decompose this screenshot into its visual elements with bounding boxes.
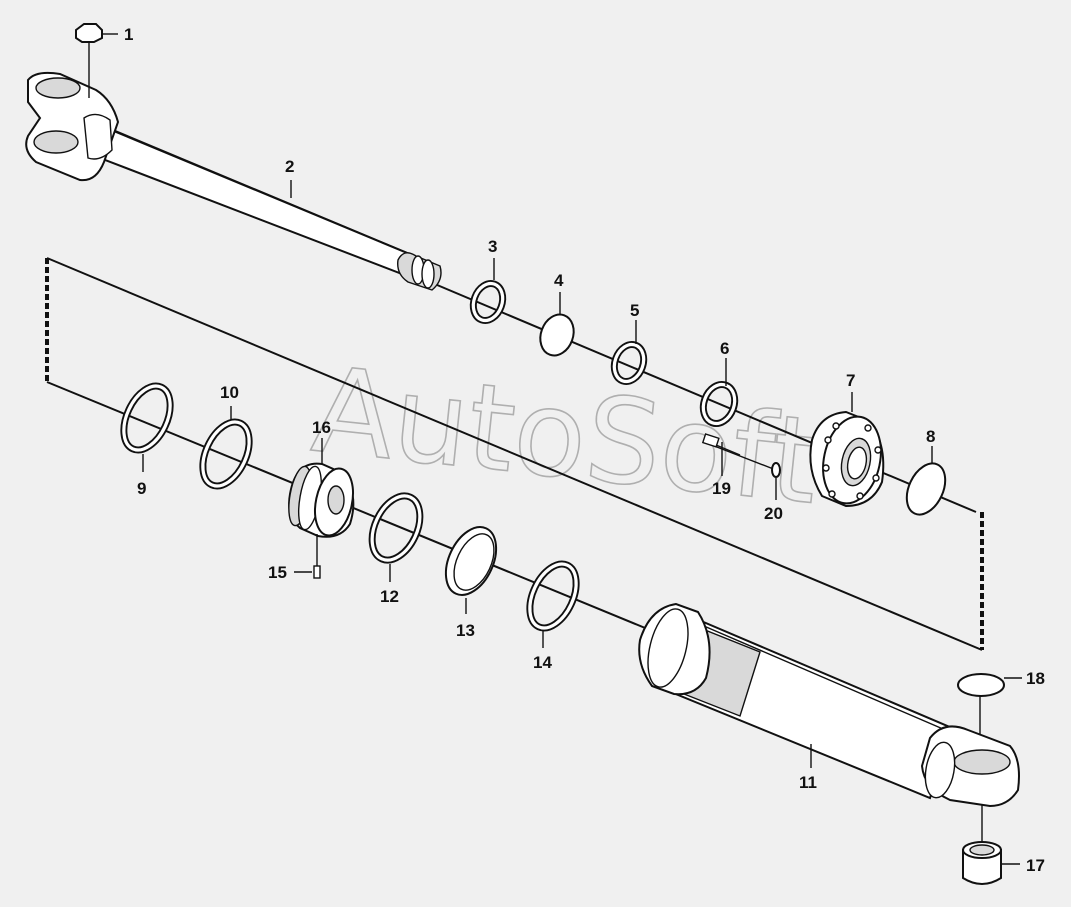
seal-ring-5 [610,341,648,385]
washer-20 [771,462,781,500]
callout-19: 19 [712,479,731,498]
set-screw-15 [294,565,321,579]
callout-1: 1 [124,25,133,44]
o-ring-10 [199,406,253,490]
callout-8: 8 [926,427,935,446]
seal-ring-12 [368,492,424,582]
screw-19 [701,433,741,476]
callout-labels: 1 2 3 4 5 6 7 8 9 10 11 12 13 14 15 16 1… [124,25,1045,875]
callout-7: 7 [846,371,855,390]
callout-9: 9 [137,479,146,498]
seal-ring-9 [120,382,174,472]
callout-6: 6 [720,339,729,358]
callout-11: 11 [799,773,817,792]
callout-13: 13 [456,621,475,640]
guide-ring-13 [444,526,498,614]
callout-2: 2 [285,157,294,176]
callout-18: 18 [1026,669,1045,688]
seal-disc-18 [957,673,1022,697]
wiper-disc-4 [539,313,575,357]
cylinder-head-7 [809,410,885,508]
callout-12: 12 [380,587,399,606]
bushing-17 [962,841,1020,885]
seal-ring-3 [469,280,507,324]
callout-4: 4 [554,271,564,290]
wear-disc-8 [905,462,947,516]
grease-nipple [75,23,118,98]
callout-20: 20 [764,504,783,523]
callout-15: 15 [268,563,287,582]
callout-3: 3 [488,237,497,256]
cylinder-barrel-11 [638,602,1020,808]
piston-16 [288,438,355,566]
callout-5: 5 [630,301,639,320]
callout-10: 10 [220,383,239,402]
frame-lines [45,257,984,651]
seal-ring-14 [526,560,580,648]
callout-17: 17 [1026,856,1045,875]
callout-16: 16 [312,418,331,437]
piston-rod [25,71,442,291]
callout-leaders [290,180,933,464]
callout-14: 14 [533,653,552,672]
